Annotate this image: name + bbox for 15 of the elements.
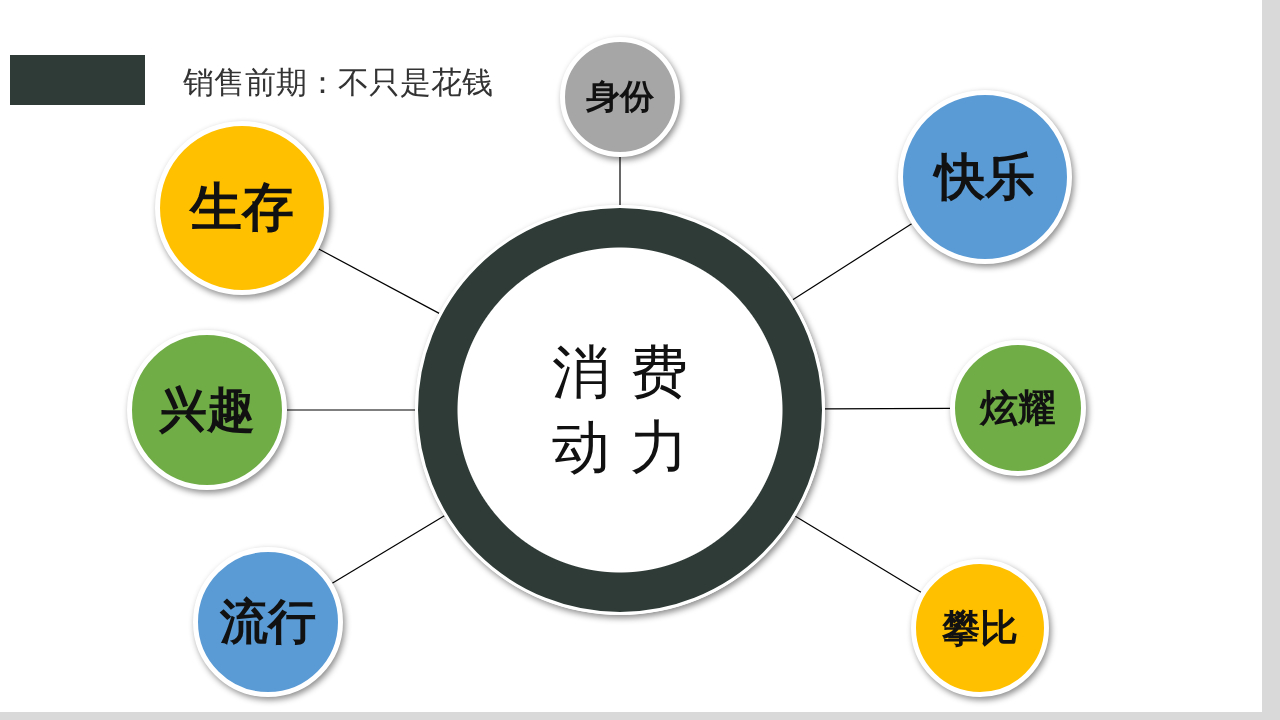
connector-line bbox=[824, 407, 951, 410]
connector-line bbox=[792, 223, 913, 301]
connector-line bbox=[619, 156, 621, 206]
connector-line bbox=[331, 515, 445, 584]
connector-line bbox=[318, 248, 440, 314]
connector-line bbox=[286, 409, 416, 411]
center-label: 消费动力 bbox=[551, 336, 708, 483]
node-label: 流行 bbox=[220, 592, 316, 651]
node-label: 生存 bbox=[190, 176, 294, 239]
node-label: 身份 bbox=[586, 75, 654, 118]
node-label: 攀比 bbox=[942, 604, 1018, 652]
node-label: 炫耀 bbox=[980, 384, 1056, 432]
node-label: 兴趣 bbox=[159, 380, 255, 439]
title: 销售前期：不只是花钱 bbox=[183, 63, 493, 102]
connector-line bbox=[794, 515, 922, 593]
